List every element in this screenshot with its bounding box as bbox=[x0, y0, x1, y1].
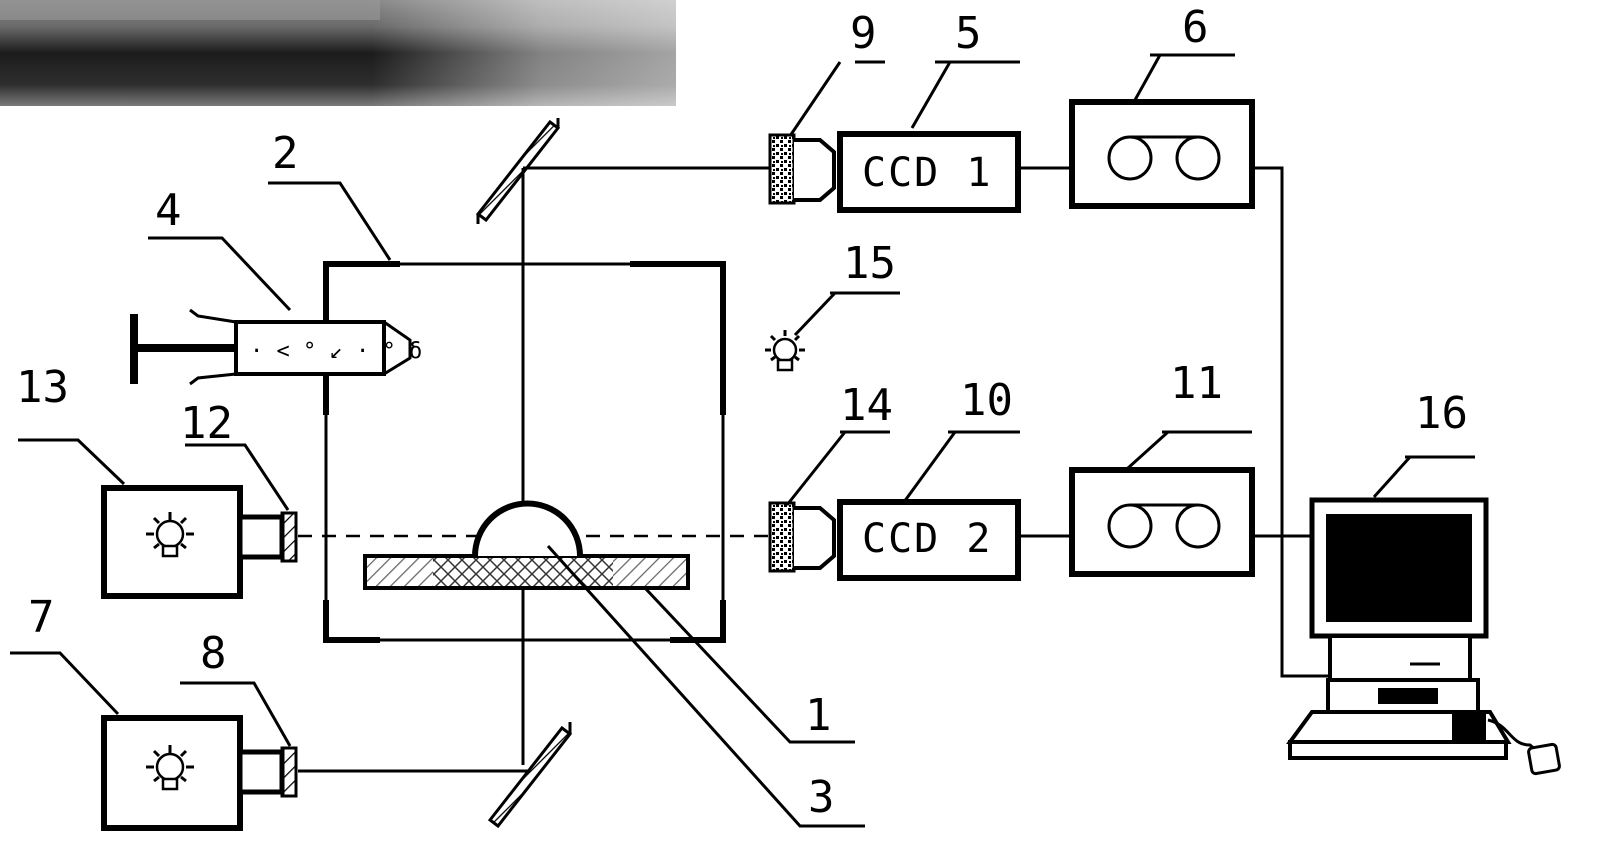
ccd1-label: CCD 1 bbox=[862, 150, 992, 196]
computer-icon bbox=[1290, 500, 1560, 774]
label-9: 9 bbox=[850, 8, 877, 59]
label-3: 3 bbox=[808, 772, 835, 823]
light-source-13 bbox=[104, 488, 296, 596]
syringe-icon: · < ° ↙ · ° δ bbox=[130, 310, 422, 384]
label-16: 16 bbox=[1415, 388, 1468, 439]
svg-text:· < ° ↙ · ° δ: · < ° ↙ · ° δ bbox=[250, 339, 422, 364]
label-1: 1 bbox=[805, 690, 832, 741]
label-11: 11 bbox=[1170, 358, 1223, 409]
label-12: 12 bbox=[180, 398, 233, 449]
substrate-plate bbox=[365, 556, 688, 588]
label-8: 8 bbox=[200, 628, 227, 679]
light-source-7 bbox=[104, 718, 296, 828]
ccd2-camera: CCD 2 bbox=[770, 502, 1018, 578]
label-5: 5 bbox=[955, 8, 982, 59]
light-bulb-icon bbox=[765, 330, 805, 370]
label-15: 15 bbox=[843, 238, 896, 289]
label-2: 2 bbox=[272, 128, 299, 179]
label-10: 10 bbox=[960, 375, 1013, 426]
ccd1-camera: CCD 1 bbox=[770, 134, 1018, 210]
photo-inset bbox=[0, 0, 676, 106]
bottom-mirror bbox=[490, 722, 570, 826]
label-4: 4 bbox=[155, 185, 182, 236]
top-mirror bbox=[478, 118, 558, 224]
label-6: 6 bbox=[1182, 2, 1209, 53]
video-recorder-11 bbox=[1072, 470, 1252, 574]
ccd2-label: CCD 2 bbox=[862, 516, 992, 562]
sessile-droplet bbox=[475, 504, 580, 556]
label-14: 14 bbox=[840, 380, 893, 431]
video-recorder-6 bbox=[1072, 102, 1252, 206]
label-7: 7 bbox=[28, 592, 55, 643]
label-13: 13 bbox=[16, 362, 69, 413]
